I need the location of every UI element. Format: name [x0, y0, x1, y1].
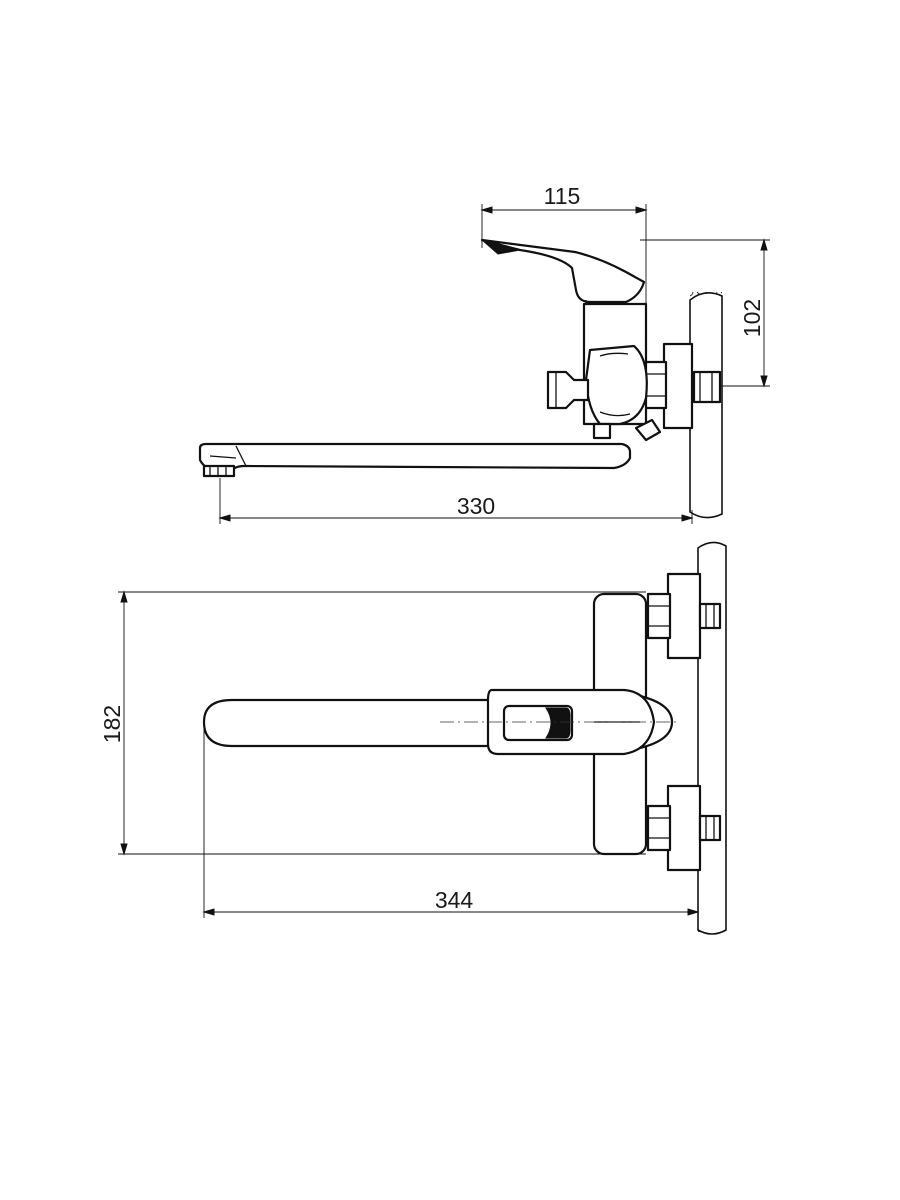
lever-handle-side [480, 238, 646, 308]
eccentric-fitting-side [662, 342, 722, 430]
bottom-fittings-side [592, 418, 662, 442]
wall-section-bottom [697, 541, 727, 935]
wall-section-top [689, 292, 723, 519]
dimension-344: 344 [202, 724, 700, 918]
eccentric-fitting-upper [666, 572, 722, 660]
lever-handle-top [440, 688, 680, 756]
dimension-label-182: 182 [99, 705, 125, 743]
nut-upper [646, 592, 672, 640]
dimension-label-344: 344 [435, 887, 474, 913]
dimension-330: 330 [218, 478, 694, 524]
spout-side [198, 442, 632, 478]
dimension-label-115: 115 [544, 183, 581, 209]
dimension-182: 182 [99, 590, 646, 856]
mixer-body-side [582, 302, 648, 426]
nut-lower [646, 804, 672, 852]
dimension-label-102: 102 [739, 299, 765, 337]
dimension-label-330: 330 [457, 493, 495, 519]
dimension-102: 102 [640, 238, 770, 388]
top-view: 182 344 [99, 541, 727, 935]
side-view: 115 102 330 [198, 183, 770, 524]
diverter-knob-side [546, 370, 590, 410]
spout-top [202, 698, 532, 748]
dimension-115: 115 [480, 183, 648, 330]
